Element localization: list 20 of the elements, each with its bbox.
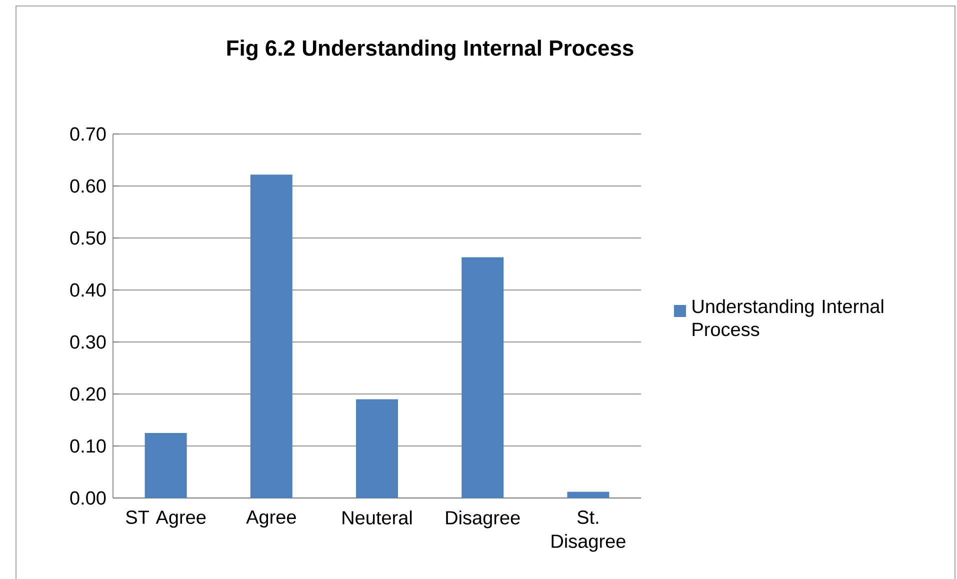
x-tick-label: Agree (246, 510, 296, 528)
y-tick-label: 0.50 (70, 231, 106, 245)
y-tick-label: 0.00 (70, 491, 106, 505)
chart-title: Fig 6.2 Understanding Internal Process (227, 40, 634, 60)
bar (144, 433, 187, 498)
bar (567, 492, 610, 498)
x-tick-label: Neuteral (342, 510, 412, 524)
y-tick-label: 0.20 (70, 387, 106, 401)
bar (356, 399, 398, 498)
x-tick-label: Disagree (446, 510, 520, 528)
x-tick-label: ST Agree (126, 510, 206, 528)
y-tick-label: 0.40 (70, 283, 106, 297)
x-tick-label: St. Disagree (552, 510, 626, 552)
legend-label: Understanding Internal Process (692, 299, 884, 336)
y-tick-label: 0.60 (70, 179, 106, 193)
y-tick-label: 0.30 (70, 335, 106, 349)
y-tick-label: 0.10 (70, 439, 106, 453)
y-tick-label: 0.70 (70, 127, 106, 141)
bar (462, 257, 504, 498)
bar (250, 174, 292, 498)
